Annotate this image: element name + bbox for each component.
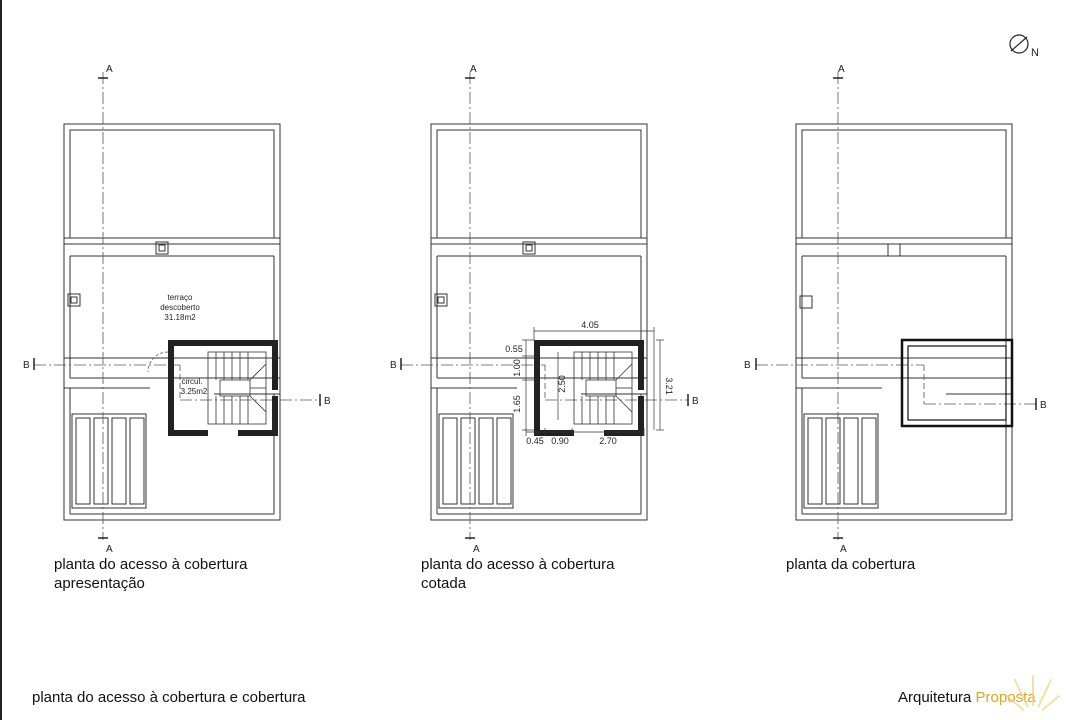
sheet-title: planta do acesso à cobertura e cobertura: [32, 689, 306, 706]
section-a-bottom: A: [840, 544, 847, 555]
section-a-bottom: A: [473, 544, 480, 555]
circulation-label: circul.: [182, 377, 203, 386]
plan-3-caption-line1: planta da cobertura: [786, 556, 916, 573]
plan-3-caption: planta da cobertura: [786, 555, 915, 574]
room-label-2: descoberto: [160, 303, 200, 312]
section-b-left: B: [744, 360, 751, 371]
plan-2-caption-line2: cotada: [421, 575, 467, 592]
sun-logo-icon: [1006, 675, 1060, 718]
section-b-left: B: [23, 360, 30, 371]
dim-left-top: 0.55: [505, 344, 523, 354]
section-a-top: A: [106, 64, 113, 75]
plan-2-cotada: A A B B 4.05 0.55 1.00 1.65 2.50 3.21 0.…: [390, 64, 699, 555]
brand-part-1: Arquitetura: [898, 689, 976, 706]
dim-bottom-3: 2.70: [599, 436, 617, 446]
plan-1-caption: planta do acesso à cobertura apresentaçã…: [54, 555, 247, 593]
north-arrow-icon: [1009, 34, 1029, 54]
dim-left-bottom: 1.65: [512, 395, 522, 413]
plan-3-cobertura: A A B B: [744, 64, 1047, 555]
dim-left-mid: 1.00: [512, 359, 522, 377]
plan-2-caption-line1: planta do acesso à cobertura: [421, 556, 615, 573]
plan-1-apresentacao: A A B B terraço descoberto 31.18m2 circu…: [23, 64, 331, 555]
plan-2-caption: planta do acesso à cobertura cotada: [421, 555, 614, 593]
section-a-top: A: [838, 64, 845, 75]
dim-top-width: 4.05: [581, 320, 599, 330]
room-area: 31.18m2: [164, 313, 196, 322]
section-b-left: B: [390, 360, 397, 371]
section-b-right: B: [324, 396, 331, 407]
dim-bottom-1: 0.45: [526, 436, 544, 446]
section-a-bottom: A: [106, 544, 113, 555]
dim-inner-height: 2.50: [557, 375, 567, 393]
section-b-right: B: [692, 396, 699, 407]
plan-1-caption-line2: apresentação: [54, 575, 145, 592]
dim-bottom-2: 0.90: [551, 436, 569, 446]
section-a-top: A: [470, 64, 477, 75]
plan-1-caption-line1: planta do acesso à cobertura: [54, 556, 248, 573]
north-label: N: [1031, 47, 1039, 59]
dim-right-height: 3.21: [664, 377, 674, 395]
circulation-area: 3.25m2: [181, 387, 208, 396]
section-b-right: B: [1040, 400, 1047, 411]
room-label-1: terraço: [168, 293, 193, 302]
